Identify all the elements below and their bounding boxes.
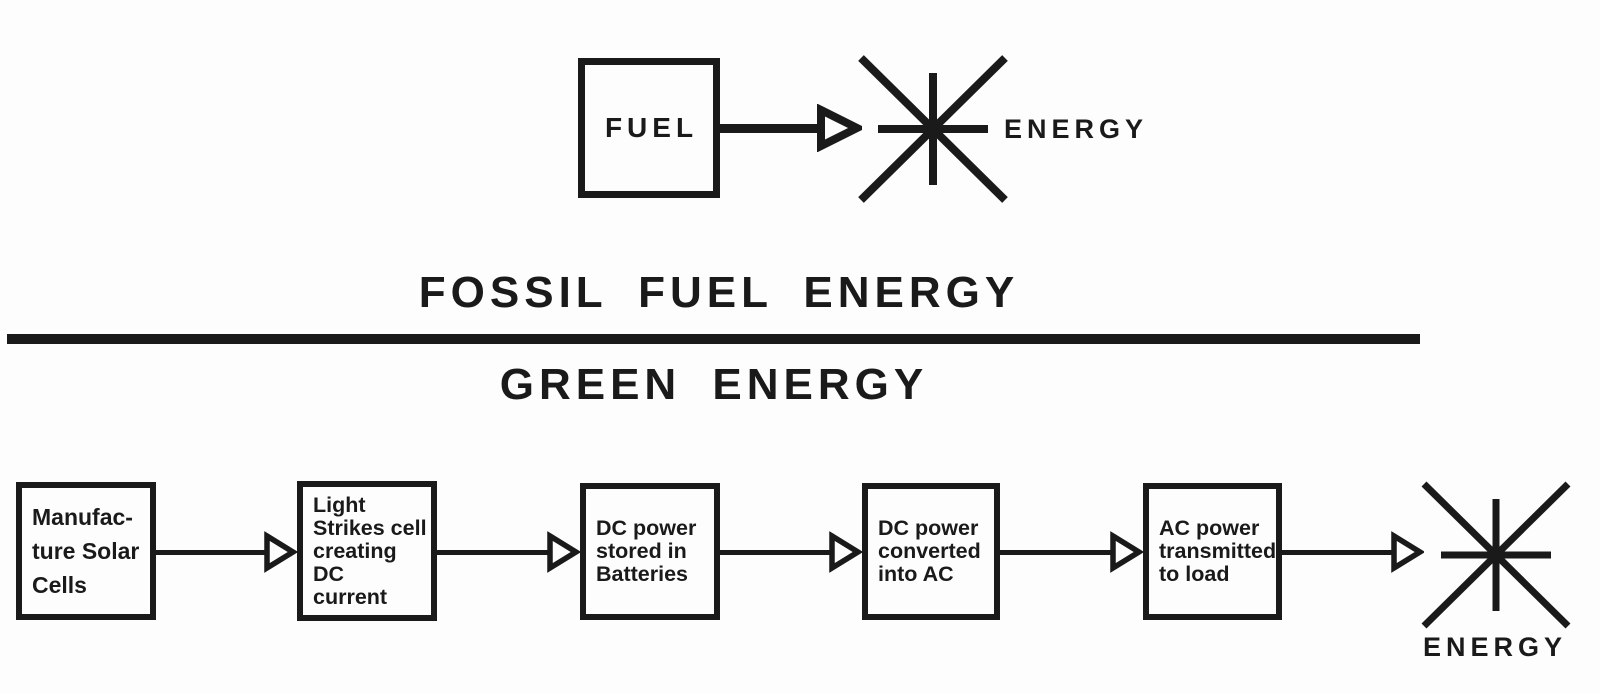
- arrow-shaft: [156, 549, 269, 555]
- step-box-dc-converted-ac: DC power converted into AC: [862, 483, 1000, 620]
- arrow-shaft: [437, 549, 552, 555]
- fuel-box-label: FUEL: [604, 112, 699, 143]
- energy-starburst-icon: [858, 55, 1008, 203]
- arrow-shaft: [1282, 549, 1396, 555]
- arrowhead-icon: [1391, 531, 1424, 573]
- step-box-light-strikes-cell: Light Strikes cell creating DC current: [297, 481, 437, 621]
- step-label: DC power stored in Batteries: [596, 516, 697, 586]
- fossil-energy-label: ENERGY: [1004, 114, 1149, 144]
- energy-starburst-icon: [1421, 481, 1571, 629]
- flow-arrow-2: [437, 531, 580, 573]
- step-box-manufacture-solar-cells: Manufac- ture Solar Cells: [16, 482, 156, 620]
- flow-arrow-1: [156, 531, 297, 573]
- flow-arrow-4: [1000, 531, 1143, 573]
- arrowhead-icon: [1110, 531, 1143, 573]
- green-section-title: GREEN ENERGY: [499, 360, 929, 409]
- step-box-dc-stored-batteries: DC power stored in Batteries: [580, 483, 720, 620]
- step-label: DC power converted into AC: [878, 516, 981, 586]
- flow-arrow-3: [720, 531, 862, 573]
- arrowhead-icon: [829, 531, 862, 573]
- step-label: Light Strikes cell creating DC current: [313, 492, 427, 609]
- flow-arrow-5: [1282, 531, 1424, 573]
- arrowhead-icon: [817, 104, 862, 152]
- arrow-shaft: [720, 549, 834, 555]
- step-box-ac-transmitted-load: AC power transmitted to load: [1143, 483, 1282, 620]
- arrowhead-icon: [547, 531, 580, 573]
- step-label: AC power transmitted to load: [1159, 516, 1277, 586]
- fossil-section-title: FOSSIL FUEL ENERGY: [418, 268, 1020, 317]
- step-label: Manufac- ture Solar Cells: [32, 504, 140, 598]
- arrow-shaft: [1000, 549, 1115, 555]
- arrow-shaft: [720, 123, 826, 133]
- green-energy-label: ENERGY: [1422, 632, 1568, 662]
- fuel-to-energy-arrow: [720, 104, 862, 152]
- arrowhead-icon: [264, 531, 297, 573]
- section-divider-line: [7, 334, 1420, 344]
- fuel-box: FUEL: [578, 58, 720, 198]
